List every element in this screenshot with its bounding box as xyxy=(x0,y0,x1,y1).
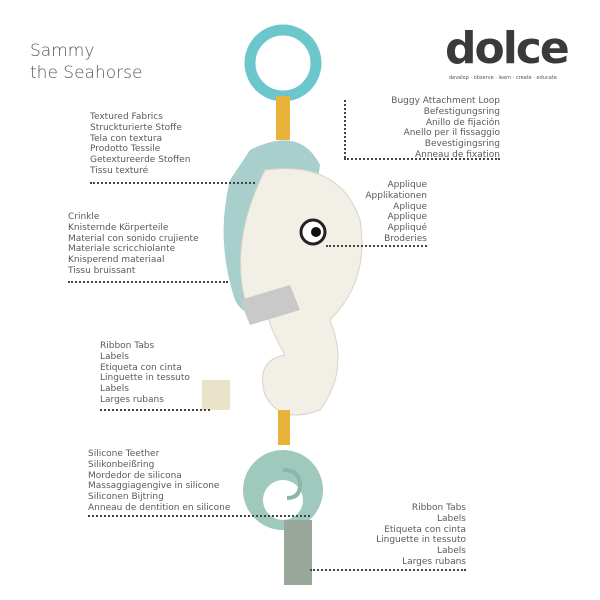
label-line: Labels xyxy=(100,351,129,362)
label-line: Siliconen Bijtring xyxy=(88,492,164,503)
label-line: Applikationen xyxy=(365,190,427,201)
label-line: Struckturierte Stoffe xyxy=(90,122,182,133)
ribbon-top xyxy=(276,96,290,140)
label-line: Befestigungsring xyxy=(423,106,500,117)
title-line-1: Sammy xyxy=(30,41,95,61)
attachment-ring xyxy=(244,24,322,102)
label-line: Anneau de dentition en silicone xyxy=(88,502,231,513)
label-buggy-loop: Buggy Attachment Loop Befestigungsring A… xyxy=(391,96,500,161)
label-line: Ribbon Tabs xyxy=(411,503,466,513)
label-silicone-teether: Silicone Teether Silikonbeißring Mordedo… xyxy=(88,449,230,514)
label-line: Material con sonido crujiente xyxy=(68,233,199,244)
label-line: Labels xyxy=(437,513,466,524)
ribbon-side xyxy=(202,380,230,410)
label-line: Linguette in tessuto xyxy=(376,535,466,546)
leader-line xyxy=(344,100,346,158)
seahorse-body xyxy=(240,168,363,416)
label-line: Silikonbeißring xyxy=(88,459,155,470)
label-line: Applique xyxy=(387,212,427,223)
label-line: Ribbon Tabs xyxy=(100,341,155,351)
label-line: Textured Fabrics xyxy=(90,112,163,122)
label-line: Labels xyxy=(437,546,466,557)
product-title: Sammy the Seahorse xyxy=(30,40,142,84)
label-line: Materiale scricchiolante xyxy=(68,244,176,255)
label-line: Massaggiagengive in silicone xyxy=(88,481,220,492)
label-line: Anneau de fixation xyxy=(414,149,500,160)
label-textured-fabrics: Textured Fabrics Struckturierte Stoffe T… xyxy=(90,112,190,177)
leader-line xyxy=(88,515,310,517)
leader-line xyxy=(326,245,427,247)
label-line: Appliqué xyxy=(387,223,427,234)
leader-line xyxy=(100,409,210,411)
label-line: Mordedor de silicona xyxy=(88,470,182,481)
label-line: Anillo de fijación xyxy=(425,117,500,128)
label-line: Crinkle xyxy=(68,212,100,222)
label-line: Knisperend materiaal xyxy=(68,255,165,266)
label-line: Anello per il fissaggio xyxy=(403,128,500,139)
title-line-2: the Seahorse xyxy=(30,63,143,83)
logo-tagline: develop · observe · learn · create · edu… xyxy=(449,75,557,81)
label-line: Linguette in tessuto xyxy=(100,373,190,384)
label-line: Buggy Attachment Loop xyxy=(391,96,500,106)
label-line: Etiqueta con cinta xyxy=(100,362,182,373)
grey-tab xyxy=(284,520,312,585)
dolce-logo: dolce develop · observe · learn · create… xyxy=(445,23,585,82)
ribbon-bottom xyxy=(278,410,290,445)
label-line: Aplique xyxy=(393,201,427,212)
leader-line xyxy=(310,569,466,571)
label-line: Applique xyxy=(387,180,427,190)
label-line: Larges rubans xyxy=(100,394,164,405)
label-line: Larges rubans xyxy=(402,556,466,567)
logo-word: dolce xyxy=(445,23,570,74)
label-line: Tela con textura xyxy=(90,133,163,144)
label-line: Etiqueta con cinta xyxy=(384,524,466,535)
leader-line xyxy=(90,182,255,184)
leader-line xyxy=(68,281,228,283)
label-ribbon-tabs-left: Ribbon Tabs Labels Etiqueta con cinta Li… xyxy=(100,341,190,406)
label-line: Prodotto Tessile xyxy=(90,144,161,155)
label-line: Tissu texturé xyxy=(90,165,149,176)
label-applique: Applique Applikationen Aplique Applique … xyxy=(365,180,427,245)
label-line: Tissu bruissant xyxy=(68,265,136,276)
leader-line xyxy=(344,158,500,160)
label-line: Getextureerde Stoffen xyxy=(90,155,191,166)
label-line: Broderies xyxy=(384,233,427,244)
label-line: Silicone Teether xyxy=(88,449,160,459)
label-line: Labels xyxy=(100,384,129,395)
snout xyxy=(240,285,300,325)
label-crinkle: Crinkle Knisternde Körperteile Material … xyxy=(68,212,199,277)
label-ribbon-tabs-right: Ribbon Tabs Labels Etiqueta con cinta Li… xyxy=(376,503,466,568)
label-line: Knisternde Körperteile xyxy=(68,222,169,233)
label-line: Bevestigingsring xyxy=(424,139,500,150)
